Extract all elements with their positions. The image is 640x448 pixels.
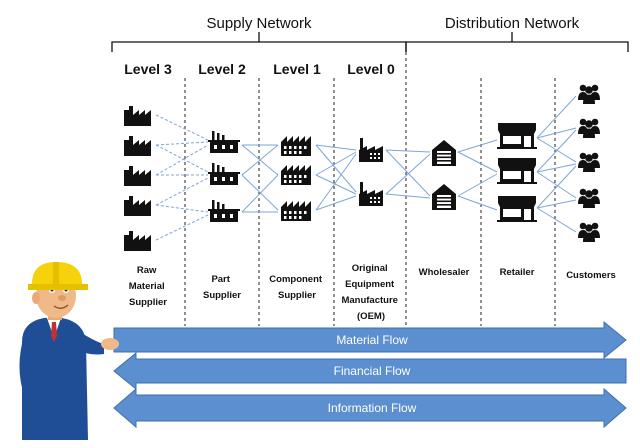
- level-2-label: Level 2: [198, 61, 246, 77]
- manufacturing-plant-icon: [359, 138, 383, 162]
- part-supplier-label: Part Supplier: [203, 274, 241, 301]
- customer-group-icon: [578, 118, 600, 138]
- manufacturing-plant-icon: [208, 131, 240, 153]
- factory-icon: [124, 106, 151, 126]
- financial-flow-label: Financial Flow: [334, 364, 411, 378]
- component-suppliers: [281, 136, 311, 221]
- raw-material-suppliers: [124, 106, 151, 251]
- manufacturing-plant-icon: [208, 163, 240, 185]
- retailers: [497, 123, 537, 222]
- warehouse-icon: [432, 140, 456, 166]
- material-flow-arrow: Material Flow: [113, 320, 627, 360]
- distribution-network-title: Distribution Network: [445, 15, 580, 32]
- information-flow-label: Information Flow: [328, 401, 417, 415]
- worker-mascot: [19, 262, 119, 440]
- customers: [578, 84, 600, 242]
- level-3-label: Level 3: [124, 61, 172, 77]
- wholesalers: [432, 140, 456, 210]
- factory-icon: [124, 166, 151, 186]
- column-separators: [184, 52, 556, 326]
- factory-icon: [124, 231, 151, 251]
- oem-label: Original Equipment Manufacture (OEM): [341, 263, 400, 322]
- factory-icon: [281, 165, 311, 185]
- oem-plants: [359, 138, 383, 206]
- information-flow-arrow: Information Flow: [113, 387, 627, 429]
- customer-group-icon: [578, 188, 600, 208]
- manufacturing-plant-icon: [359, 182, 383, 206]
- column-labels: Raw Material Supplier Part Supplier Comp…: [129, 263, 616, 322]
- factory-icon: [281, 201, 311, 221]
- part-suppliers: [208, 131, 240, 222]
- retailer-label: Retailer: [500, 267, 535, 278]
- customer-group-icon: [578, 222, 600, 242]
- wholesaler-label: Wholesaler: [419, 267, 470, 278]
- factory-icon: [124, 136, 151, 156]
- customer-group-icon: [578, 152, 600, 172]
- supply-network-bracket: [111, 32, 407, 52]
- network-links: [155, 95, 577, 241]
- level-0-label: Level 0: [347, 61, 395, 77]
- raw-material-supplier-label: Raw Material Supplier: [129, 265, 168, 308]
- customer-group-icon: [578, 84, 600, 104]
- factory-icon: [124, 196, 151, 216]
- material-flow-label: Material Flow: [336, 333, 408, 347]
- warehouse-icon: [432, 184, 456, 210]
- financial-flow-arrow: Financial Flow: [113, 351, 627, 391]
- manufacturing-plant-icon: [208, 200, 240, 222]
- store-icon: [497, 123, 537, 149]
- component-supplier-label: Component Supplier: [269, 274, 324, 301]
- distribution-network-bracket: [405, 32, 629, 52]
- factory-icon: [281, 136, 311, 156]
- store-icon: [497, 158, 537, 184]
- store-icon: [497, 196, 537, 222]
- supply-network-title: Supply Network: [206, 15, 312, 32]
- level-1-label: Level 1: [273, 61, 321, 77]
- customers-label: Customers: [566, 270, 616, 281]
